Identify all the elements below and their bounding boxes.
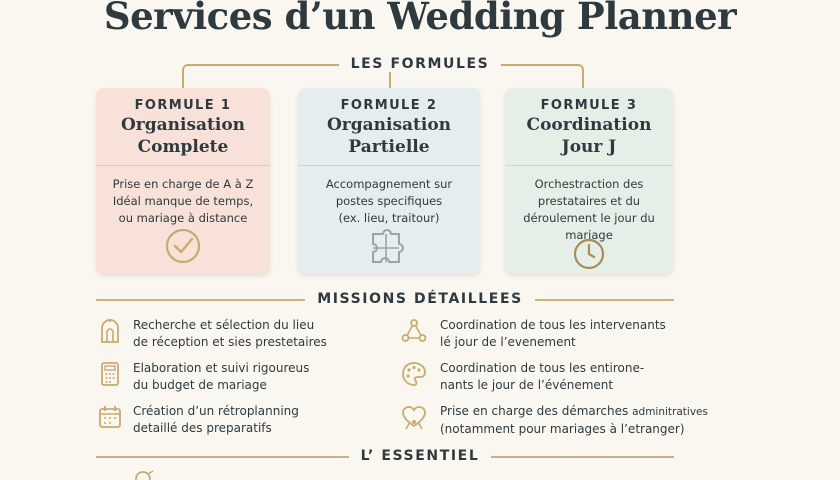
formule-3-desc-line: déroulement le jour du	[523, 211, 655, 225]
puzzle-icon	[372, 229, 404, 263]
formule-2-kicker: FORMULE 2	[340, 98, 438, 113]
formule-1-name-line2: Complete	[137, 137, 229, 157]
formule-3-desc-line: prestataires et du	[537, 194, 641, 208]
formule-3-name-line2: Jour J	[561, 137, 617, 157]
mission-text: de réception et sies prestetaires	[133, 335, 327, 349]
mission-text: Coordination de tous les intervenants	[440, 318, 666, 332]
network-icon	[401, 319, 427, 342]
mission-text-part: Prise en charge des démarches	[440, 404, 629, 418]
formule-card-3: FORMULE 3 Coordination Jour J Orchestrac…	[505, 88, 673, 274]
section-formules-label: LES FORMULES	[338, 56, 502, 72]
mission-item: Coordination de tous les intervenants lé…	[440, 317, 740, 351]
mission-text: nants le jour de l’événement	[440, 378, 614, 392]
formule-card-2: FORMULE 2 Organisation Partielle Accompa…	[298, 88, 480, 274]
formule-1-desc-line: ou mariage à distance	[118, 211, 248, 225]
section-missions-label: MISSIONS DÉTAILLEES	[305, 291, 535, 307]
mission-text: du budget de mariage	[133, 378, 267, 392]
formule-2-desc-line: postes specifiques	[335, 194, 443, 208]
formule-2-name-line2: Partielle	[348, 137, 430, 157]
mission-text: Recherche et sélection du lieu	[133, 318, 315, 332]
mission-item: Coordination de tous les entirone- nants…	[440, 360, 740, 394]
formule-1-desc-line: Idéal manque de temps,	[112, 194, 254, 208]
formule-3-description: Orchestraction des prestataires et du dé…	[505, 176, 673, 244]
formule-1-description: Prise en charge de A à Z Idéal manque de…	[96, 176, 270, 227]
mission-text-part: admini­tratives	[632, 406, 708, 418]
formule-2-desc-line: Accompagnement sur	[325, 177, 453, 191]
formule-2-description: Accompagnement sur postes specifiques (e…	[298, 176, 480, 227]
mission-text: Elaboration et suivi rigoureus	[133, 361, 310, 375]
formule-1-name-line1: Organisation	[120, 115, 246, 135]
formule-card-1: FORMULE 1 Organisation Complete Prise en…	[96, 88, 270, 274]
budget-calculator-icon	[101, 362, 119, 386]
formule-3-kicker: FORMULE 3	[540, 98, 638, 113]
formule-2-divider	[298, 165, 480, 166]
page-title: Services d’un Wedding Planner	[103, 0, 737, 38]
section-essentiel-label: L’ ESSENTIEL	[348, 448, 492, 464]
mission-item: Elaboration et suivi rigoureus du budget…	[133, 360, 423, 394]
mission-text: detaillé des preparatifs	[133, 421, 272, 435]
essentiel-icon	[135, 470, 154, 480]
formule-1-desc-line: Prise en charge de A à Z	[112, 177, 254, 191]
check-circle-icon	[165, 228, 201, 264]
palette-icon	[402, 362, 426, 386]
formule-3-name-line1: Coordination	[526, 115, 652, 135]
formule-3-divider	[505, 165, 673, 166]
formule-3-desc-line: Orchestraction des	[534, 177, 644, 191]
formule-2-name-line1: Organisation	[326, 115, 452, 135]
mission-item: Création d’un rétroplanning detaillé des…	[133, 403, 423, 437]
section-formules-heading: LES FORMULES	[0, 56, 840, 72]
clock-icon	[573, 238, 605, 270]
formule-2-desc-line: (ex. lieu, traitour)	[338, 211, 440, 225]
formule-1-kicker: FORMULE 1	[134, 98, 232, 113]
formule-1-divider	[96, 165, 270, 166]
section-essentiel-heading: L’ ESSENTIEL	[0, 448, 840, 464]
mission-text: Coordination de tous les entirone-	[440, 361, 645, 375]
section-missions-heading: MISSIONS DÉTAILLEES	[0, 291, 840, 307]
formule-3-desc-line: mariage	[565, 228, 613, 242]
formules-bracket-center	[389, 64, 391, 88]
mission-item: Recherche et sélection du lieu de récept…	[133, 317, 423, 351]
mission-text: (notamment pour mariages à l’etranger)	[440, 422, 685, 436]
heart-ribbon-icon	[402, 406, 426, 430]
mission-text: Création d’un rétroplanning	[133, 404, 299, 418]
mission-text: Prise en charge des démarches admini­tra…	[440, 403, 740, 421]
mission-text: lé jour de l’evenement	[440, 335, 576, 349]
calendar-icon	[99, 406, 121, 428]
venue-icon	[101, 319, 119, 343]
mission-item: Prise en charge des démarches admini­tra…	[440, 403, 740, 438]
